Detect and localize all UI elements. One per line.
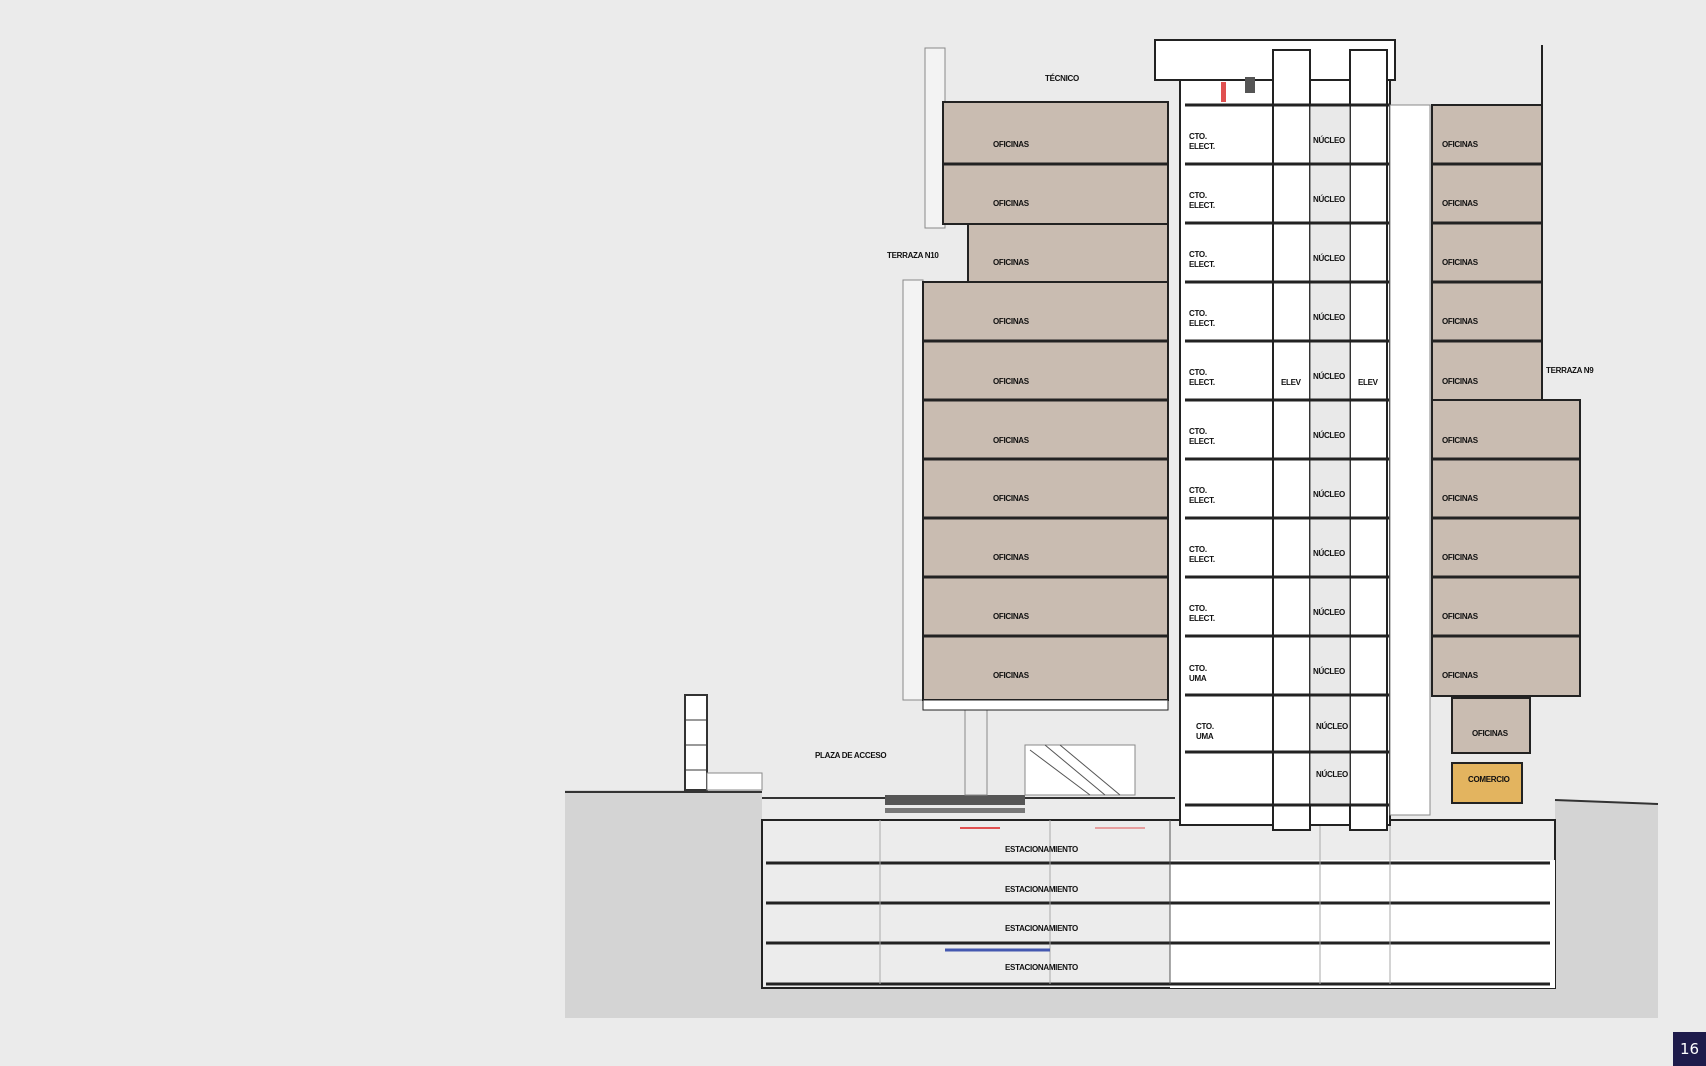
room-label: ELECT.	[1189, 555, 1215, 564]
office-label: OFICINAS	[1442, 317, 1479, 326]
nucleo-label: NÚCLEO	[1316, 722, 1348, 731]
office-label: OFICINAS	[993, 671, 1030, 680]
room-label: UMA	[1196, 732, 1214, 741]
parking-label: ESTACIONAMIENTO	[1005, 963, 1078, 972]
office-label: OFICINAS	[993, 553, 1030, 562]
nucleo-label: NÚCLEO	[1313, 195, 1345, 204]
page-number-badge: 16	[1673, 1032, 1706, 1066]
parking-labels: ESTACIONAMIENTO ESTACIONAMIENTO ESTACION…	[1005, 845, 1078, 972]
ground	[565, 790, 1659, 1018]
label-terraza-left: TERRAZA N10	[887, 251, 939, 260]
core-room-labels: CTO.ELECT. CTO.ELECT. CTO.ELECT. CTO.ELE…	[1189, 132, 1215, 741]
room-label: ELECT.	[1189, 319, 1215, 328]
nucleo-label: NÚCLEO	[1313, 136, 1345, 145]
nucleo-label: NÚCLEO	[1313, 431, 1345, 440]
label-tecnico: TÉCNICO	[1045, 74, 1079, 83]
room-label: CTO.	[1189, 368, 1207, 377]
room-label: ELECT.	[1189, 614, 1215, 623]
room-label: ELECT.	[1189, 260, 1215, 269]
label-terraza-right: TERRAZA N9	[1546, 366, 1594, 375]
nucleo-label: NÚCLEO	[1316, 770, 1348, 779]
office-label: OFICINAS	[1442, 377, 1479, 386]
left-wing	[902, 47, 1169, 711]
office-label: OFICINAS	[993, 612, 1030, 621]
room-label: CTO.	[1189, 191, 1207, 200]
room-label: CTO.	[1189, 604, 1207, 613]
office-label: OFICINAS	[1442, 258, 1479, 267]
room-label: CTO.	[1189, 545, 1207, 554]
nucleo-label: NÚCLEO	[1313, 667, 1345, 676]
nucleo-label: NÚCLEO	[1313, 313, 1345, 322]
nucleo-label: NÚCLEO	[1313, 608, 1345, 617]
office-label: OFICINAS	[1472, 729, 1509, 738]
right-wing	[1389, 45, 1581, 816]
room-label: CTO.	[1196, 722, 1214, 731]
room-label: UMA	[1189, 674, 1207, 683]
office-label: OFICINAS	[993, 140, 1030, 149]
office-label: OFICINAS	[993, 258, 1030, 267]
office-label: OFICINAS	[993, 436, 1030, 445]
room-label: ELECT.	[1189, 496, 1215, 505]
office-label: OFICINAS	[1442, 494, 1479, 503]
commerce-label: COMERCIO	[1468, 775, 1510, 784]
office-label: OFICINAS	[993, 317, 1030, 326]
office-label: OFICINAS	[1442, 436, 1479, 445]
parking-levels	[761, 819, 1556, 989]
room-label: ELECT.	[1189, 437, 1215, 446]
room-label: CTO.	[1189, 664, 1207, 673]
room-label: CTO.	[1189, 250, 1207, 259]
office-label: OFICINAS	[993, 199, 1030, 208]
office-label: OFICINAS	[993, 494, 1030, 503]
parking-label: ESTACIONAMIENTO	[1005, 885, 1078, 894]
room-label: CTO.	[1189, 132, 1207, 141]
room-label: CTO.	[1189, 486, 1207, 495]
room-label: ELECT.	[1189, 142, 1215, 151]
office-label: OFICINAS	[1442, 671, 1479, 680]
nucleo-label: NÚCLEO	[1313, 549, 1345, 558]
parking-label: ESTACIONAMIENTO	[1005, 924, 1078, 933]
nucleo-label: NÚCLEO	[1313, 490, 1345, 499]
office-label: OFICINAS	[1442, 553, 1479, 562]
left-office-labels: OFICINAS OFICINAS OFICINAS OFICINAS OFIC…	[993, 140, 1030, 680]
office-label: OFICINAS	[993, 377, 1030, 386]
office-label: OFICINAS	[1442, 140, 1479, 149]
office-label: OFICINAS	[1442, 612, 1479, 621]
parking-label: ESTACIONAMIENTO	[1005, 845, 1078, 854]
nucleo-label: NÚCLEO	[1313, 254, 1345, 263]
label-elev-2: ELEV	[1358, 378, 1379, 387]
room-label: CTO.	[1189, 427, 1207, 436]
core	[1154, 39, 1396, 831]
right-office-labels: OFICINAS OFICINAS OFICINAS OFICINAS OFIC…	[1442, 140, 1510, 784]
room-label: ELECT.	[1189, 378, 1215, 387]
nucleo-label: NÚCLEO	[1313, 372, 1345, 381]
label-elev-1: ELEV	[1281, 378, 1302, 387]
plaza-deck	[684, 694, 1175, 813]
room-label: ELECT.	[1189, 201, 1215, 210]
room-label: CTO.	[1189, 309, 1207, 318]
label-plaza: PLAZA DE ACCESO	[815, 751, 886, 760]
nucleo-labels: NÚCLEO NÚCLEO NÚCLEO NÚCLEO NÚCLEO NÚCLE…	[1313, 136, 1348, 779]
office-label: OFICINAS	[1442, 199, 1479, 208]
